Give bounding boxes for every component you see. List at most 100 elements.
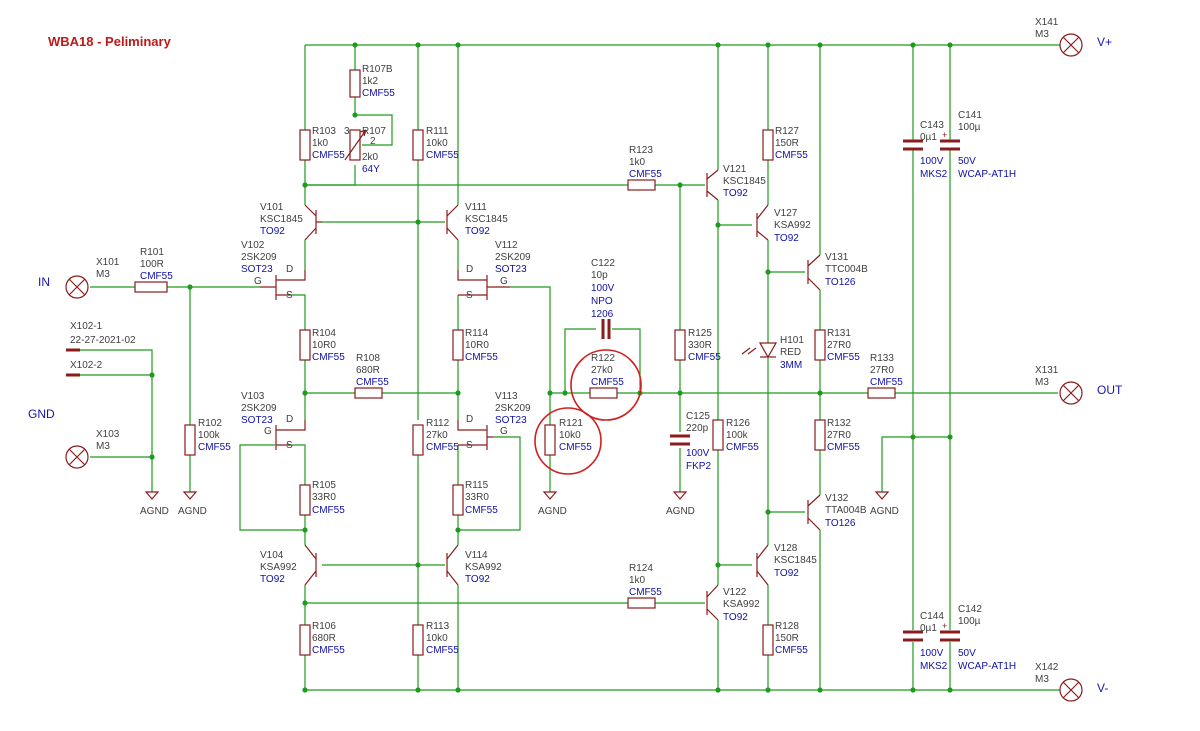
agnd-icon: [672, 491, 688, 500]
svg-text:10k0: 10k0: [426, 633, 448, 644]
svg-text:10p: 10p: [591, 270, 608, 281]
svg-text:22-27-2021-02: 22-27-2021-02: [70, 335, 136, 346]
svg-text:S: S: [466, 440, 473, 451]
resistor-r108: [354, 387, 383, 399]
svg-text:50V: 50V: [958, 648, 976, 659]
svg-text:X141: X141: [1035, 17, 1059, 28]
resistor-r125: [674, 329, 686, 361]
svg-text:KSA992: KSA992: [774, 220, 811, 231]
connector-x103: [65, 445, 89, 469]
led-h101: [741, 342, 778, 359]
svg-text:KSA992: KSA992: [723, 599, 760, 610]
svg-text:G: G: [254, 276, 262, 287]
svg-text:V122: V122: [723, 587, 747, 598]
capacitor-c143: [903, 139, 923, 151]
resistor-r102: [184, 424, 196, 456]
transistor-v104: [304, 544, 317, 586]
transistor-v122: [706, 584, 719, 621]
resistor-r114: [452, 329, 464, 361]
svg-text:C125: C125: [686, 411, 710, 422]
svg-text:V104: V104: [260, 550, 284, 561]
svg-text:R102: R102: [198, 418, 222, 429]
svg-text:100V: 100V: [920, 156, 944, 167]
svg-text:CMF55: CMF55: [629, 587, 662, 598]
transistor-v131: [807, 254, 821, 291]
resistor-r115: [452, 484, 464, 516]
svg-text:CMF55: CMF55: [140, 271, 173, 282]
agnd-label: AGND: [870, 506, 899, 517]
svg-text:R133: R133: [870, 353, 894, 364]
svg-text:V121: V121: [723, 164, 747, 175]
jfet-v113: [457, 420, 493, 450]
svg-text:100µ: 100µ: [958, 616, 981, 627]
resistor-r113: [412, 624, 424, 656]
svg-text:R111: R111: [426, 126, 449, 137]
svg-text:R126: R126: [726, 418, 750, 429]
capacitor-c122: [601, 319, 611, 339]
svg-text:CMF55: CMF55: [827, 442, 860, 453]
resistor-r103: [299, 129, 311, 161]
transistor-v114: [446, 544, 459, 586]
resistor-r131: [814, 329, 826, 361]
highlights: [534, 349, 642, 475]
svg-text:SOT23: SOT23: [241, 415, 273, 426]
svg-text:TO92: TO92: [260, 574, 285, 585]
svg-text:X142: X142: [1035, 662, 1059, 673]
svg-text:R124: R124: [629, 563, 653, 574]
net-in: IN: [38, 275, 50, 289]
svg-text:33R0: 33R0: [465, 492, 489, 503]
transistor-v128: [756, 544, 769, 586]
svg-text:0µ1: 0µ1: [920, 132, 937, 143]
svg-text:27k0: 27k0: [426, 430, 448, 441]
svg-text:TO126: TO126: [825, 277, 856, 288]
svg-text:330R: 330R: [688, 340, 712, 351]
svg-text:V132: V132: [825, 493, 849, 504]
svg-text:CMF55: CMF55: [312, 505, 345, 516]
svg-text:G: G: [500, 426, 508, 437]
svg-text:TO92: TO92: [723, 612, 748, 623]
svg-text:C144: C144: [920, 611, 944, 622]
svg-text:R107: R107: [362, 126, 386, 137]
svg-text:R128: R128: [775, 621, 799, 632]
svg-text:V114: V114: [465, 550, 488, 561]
svg-text:1k0: 1k0: [629, 157, 646, 168]
svg-text:R106: R106: [312, 621, 336, 632]
svg-text:V101: V101: [260, 202, 284, 213]
net-gnd: GND: [28, 407, 55, 421]
svg-text:CMF55: CMF55: [312, 352, 345, 363]
svg-text:CMF55: CMF55: [426, 150, 459, 161]
agnd-label: AGND: [538, 506, 567, 517]
svg-text:CMF55: CMF55: [827, 352, 860, 363]
svg-text:TO126: TO126: [825, 518, 856, 529]
agnd-icon: [874, 491, 890, 500]
resistor-r128: [762, 624, 774, 656]
resistor-r124: [627, 597, 656, 609]
resistor-r105: [299, 484, 311, 516]
svg-text:KSC1845: KSC1845: [774, 555, 817, 566]
svg-text:100V: 100V: [591, 283, 615, 294]
jfet-v103: [275, 420, 306, 450]
svg-text:R121: R121: [559, 418, 583, 429]
svg-text:S: S: [286, 440, 293, 451]
resistor-r112: [412, 424, 424, 456]
svg-text:D: D: [466, 264, 473, 275]
resistor-r111: [412, 129, 424, 161]
svg-text:V127: V127: [774, 208, 798, 219]
svg-text:1k0: 1k0: [312, 138, 329, 149]
svg-text:X101: X101: [96, 257, 120, 268]
svg-text:R123: R123: [629, 145, 653, 156]
svg-text:50V: 50V: [958, 156, 976, 167]
svg-text:TO92: TO92: [465, 574, 490, 585]
svg-text:R103: R103: [312, 126, 336, 137]
resistor-r133: [867, 387, 896, 399]
svg-text:3MM: 3MM: [780, 360, 802, 371]
svg-text:CMF55: CMF55: [312, 150, 345, 161]
svg-text:CMF55: CMF55: [870, 377, 903, 388]
svg-text:D: D: [286, 414, 293, 425]
svg-text:100R: 100R: [140, 259, 164, 270]
svg-text:R132: R132: [827, 418, 851, 429]
ground-symbols: [144, 491, 890, 500]
svg-text:MKS2: MKS2: [920, 169, 948, 180]
